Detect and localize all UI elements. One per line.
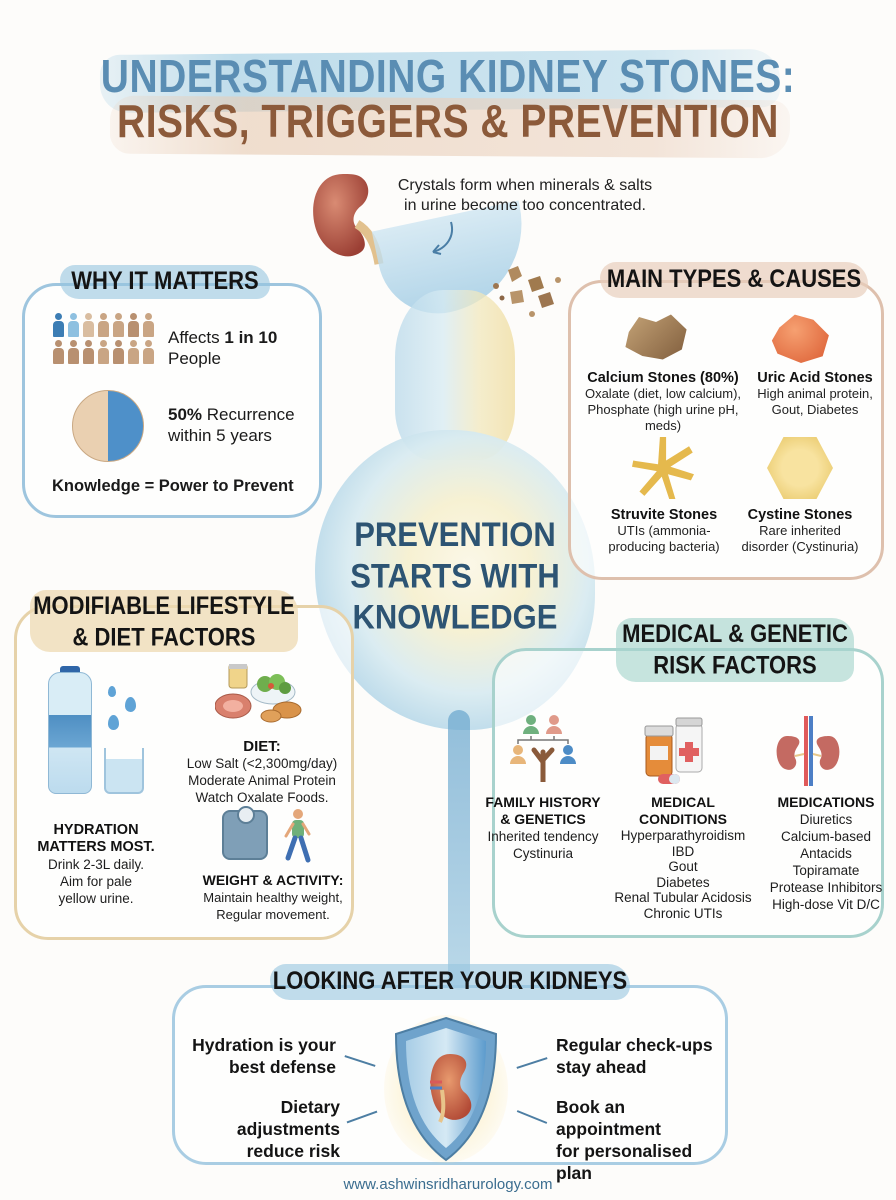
medical-genetic-panel — [492, 648, 884, 938]
scale-dial — [237, 806, 255, 824]
central-message: PREVENTION STARTS WITH KNOWLEDGE — [350, 514, 560, 637]
medicine-bottles-icon — [644, 717, 703, 784]
tip-dietary: Dietary adjustments reduce risk — [236, 1097, 340, 1161]
family-history-block: FAMILY HISTORY & GENETICS Inherited tend… — [485, 794, 601, 861]
why-header-wash — [60, 265, 270, 299]
recurrence-pie-icon — [72, 390, 144, 462]
walking-person-icon — [284, 809, 311, 863]
person-icon-highlighted — [52, 313, 65, 337]
person-icon — [97, 313, 110, 337]
person-icon — [127, 313, 140, 337]
intro-text: Crystals form when minerals & salts in u… — [397, 177, 653, 214]
kidneys-medication-icon — [776, 716, 840, 786]
lifestyle-heading: MODIFIABLE LIFESTYLE & DIET FACTORS — [33, 591, 295, 652]
tip-checkups: Regular check-ups stay ahead — [556, 1035, 713, 1077]
page-title-line2: RISKS, TRIGGERS & PREVENTION — [117, 97, 779, 148]
knowledge-tagline: Knowledge = Power to Prevent — [52, 477, 294, 495]
person-icon — [142, 340, 155, 364]
person-icon — [142, 313, 155, 337]
people-pictogram — [52, 313, 162, 364]
affects-stat: Affects 1 in 10 People — [168, 328, 278, 368]
cystine-stone-icon — [767, 437, 833, 499]
weight-activity-block: WEIGHT & ACTIVITY: Maintain healthy weig… — [202, 872, 344, 922]
water-bottle-icon — [48, 672, 92, 794]
main-types-heading: MAIN TYPES & CAUSES — [606, 264, 862, 293]
person-icon — [97, 340, 110, 364]
stone-type-struvite: Struvite Stones UTIs (ammonia- producing… — [608, 507, 720, 554]
shield-kidney-icon — [384, 1015, 508, 1163]
looking-after-header-wash — [270, 964, 630, 1000]
weighing-scale-icon — [222, 806, 268, 860]
crystals-icon — [493, 266, 561, 317]
recurrence-stat: 50% Recurrence within 5 years — [168, 405, 295, 445]
person-icon — [112, 340, 125, 364]
why-it-matters-heading: WHY IT MATTERS — [71, 266, 259, 295]
flask-stem — [448, 710, 470, 990]
stone-type-cystine: Cystine Stones Rare inherited disorder (… — [741, 507, 859, 554]
person-icon — [112, 313, 125, 337]
medical-header-wash — [616, 618, 854, 682]
person-icon — [67, 313, 80, 337]
types-header-wash — [600, 262, 868, 298]
main-types-panel — [568, 280, 884, 580]
water-drop-icon — [125, 697, 136, 712]
stone-type-calcium: Calcium Stones (80%) Oxalate (diet, low … — [584, 370, 742, 433]
tip-hydration: Hydration is your best defense — [192, 1035, 336, 1077]
person-icon — [127, 340, 140, 364]
curved-arrow-icon — [432, 221, 453, 255]
family-tree-icon — [510, 715, 576, 782]
person-icon — [82, 340, 95, 364]
water-drop-icon — [108, 686, 116, 697]
tip-appointment: Book an appointment for personalised pla… — [556, 1097, 693, 1183]
medical-heading: MEDICAL & GENETIC RISK FACTORS — [622, 619, 848, 680]
water-drop-icon — [108, 715, 119, 730]
looking-after-heading: LOOKING AFTER YOUR KIDNEYS — [272, 966, 628, 995]
page-title-line1: UNDERSTANDING KIDNEY STONES: — [100, 52, 796, 103]
person-icon — [67, 340, 80, 364]
stone-type-uric-acid: Uric Acid Stones High animal protein, Go… — [757, 370, 873, 417]
hydration-block: HYDRATION MATTERS MOST. Drink 2-3L daily… — [37, 822, 155, 906]
website-link[interactable]: www.ashwinsridharurology.com — [343, 1176, 553, 1193]
diet-food-icon — [215, 664, 302, 723]
person-icon — [52, 340, 65, 364]
water-glass-icon — [104, 748, 144, 794]
medical-conditions-block: MEDICAL CONDITIONS Hyperparathyroidism I… — [614, 794, 752, 921]
lifestyle-header-wash — [30, 590, 298, 652]
diet-block: DIET: Low Salt (<2,300mg/day) Moderate A… — [186, 738, 338, 805]
medications-block: MEDICATIONS Diuretics Calcium-based Anta… — [769, 794, 883, 912]
person-icon — [82, 313, 95, 337]
